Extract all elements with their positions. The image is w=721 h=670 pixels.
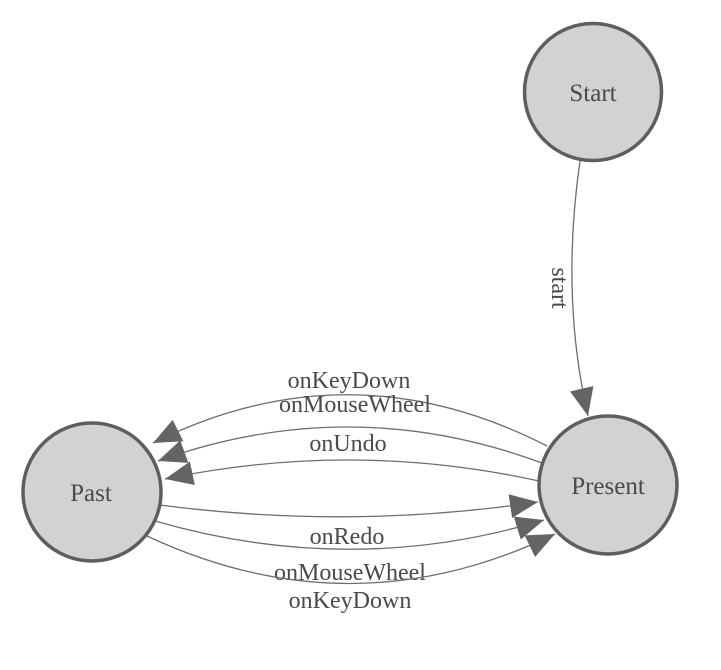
transition-present-past-onmousewheel[interactable]: onMouseWheel bbox=[157, 392, 543, 464]
transition-present-past-onkeydown[interactable]: onKeyDown bbox=[152, 368, 548, 447]
state-node-present[interactable]: Present bbox=[537, 414, 679, 556]
transition-past-present-onredo[interactable]: onRedo bbox=[159, 494, 539, 550]
transition-line[interactable] bbox=[146, 533, 556, 585]
transition-label[interactable]: start bbox=[546, 267, 572, 309]
transition-past-present-onkeydown[interactable]: onKeyDown bbox=[146, 533, 556, 614]
transition-label[interactable]: onUndo bbox=[309, 431, 386, 457]
transition-line[interactable] bbox=[164, 459, 540, 486]
transition-label[interactable]: onMouseWheel bbox=[279, 392, 431, 418]
transition-label[interactable]: onRedo bbox=[310, 524, 385, 550]
state-circle[interactable] bbox=[537, 414, 679, 556]
transition-line[interactable] bbox=[570, 160, 594, 417]
state-label: Start bbox=[569, 80, 616, 107]
state-label: Present bbox=[571, 473, 645, 500]
transition-present-past-onundo[interactable]: onUndo bbox=[164, 431, 540, 486]
state-node-start[interactable]: Start bbox=[522, 21, 664, 163]
state-label: Past bbox=[70, 480, 112, 507]
state-circle[interactable] bbox=[522, 21, 664, 163]
transition-label[interactable]: onMouseWheel bbox=[274, 560, 426, 586]
transition-line[interactable] bbox=[154, 516, 545, 550]
transition-line[interactable] bbox=[159, 494, 539, 518]
transition-line[interactable] bbox=[157, 426, 543, 464]
transition-label[interactable]: onKeyDown bbox=[288, 368, 411, 394]
state-circle[interactable] bbox=[21, 421, 163, 563]
state-node-past[interactable]: Past bbox=[21, 421, 163, 563]
transition-past-present-onmousewheel[interactable]: onMouseWheel bbox=[154, 516, 545, 586]
transition-label[interactable]: onKeyDown bbox=[289, 588, 412, 614]
transition-line[interactable] bbox=[152, 394, 548, 447]
transition-start-present[interactable]: start bbox=[546, 160, 594, 417]
